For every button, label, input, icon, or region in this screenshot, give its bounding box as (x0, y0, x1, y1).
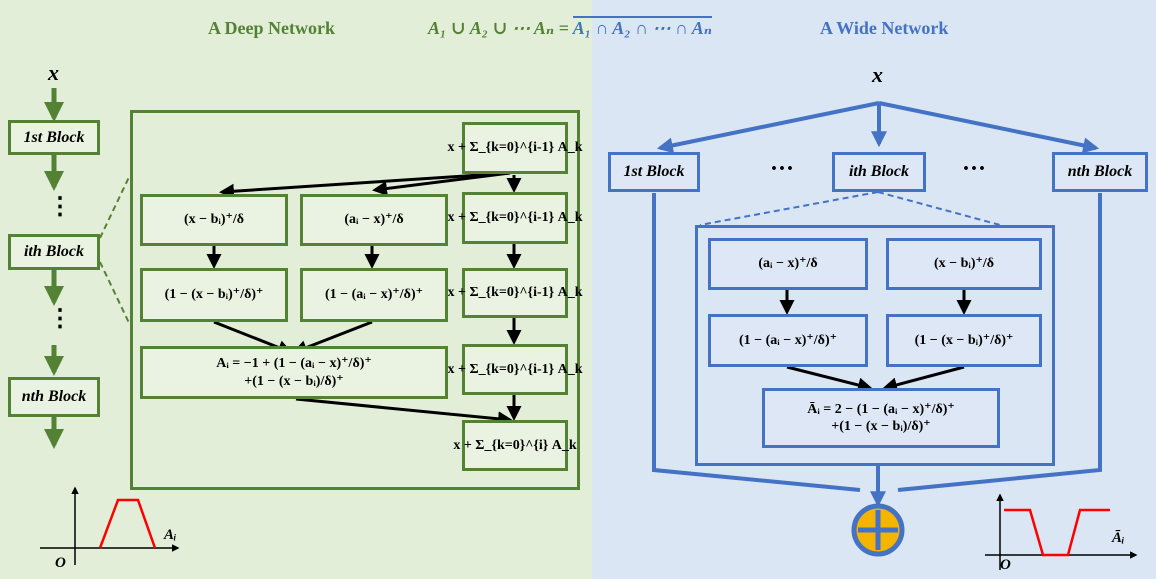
deep-relu-1: (x − bᵢ)⁺/δ (140, 194, 288, 246)
deep-ellipsis-1: ⋮ (48, 194, 72, 220)
deep-ellipsis-2: ⋮ (48, 306, 72, 332)
deep-indicator-plot (40, 486, 180, 565)
wide-sum: Āᵢ = 2 − (1 − (aᵢ − x)⁺/δ)⁺ +(1 − (x − b… (762, 388, 1000, 448)
wide-relu-1: (aᵢ − x)⁺/δ (708, 238, 868, 290)
deep-stack-4: x + Σ_{k=0}^{i} A_k (453, 420, 577, 471)
wide-block-1: 1st Block (608, 152, 700, 192)
wide-input-x: x (872, 62, 883, 87)
wide-block-i: ith Block (832, 152, 926, 192)
wide-ellipsis-1: ··· (770, 156, 795, 182)
deep-input-x: x (48, 60, 59, 85)
deep-clip-2: (1 − (aᵢ − x)⁺/δ)⁺ (300, 268, 448, 322)
wide-clip-2: (1 − (x − bᵢ)⁺/δ)⁺ (886, 314, 1042, 367)
top-formula-lhs: A₁ ∪ A₂ ∪ ⋯ Aₙ = (428, 18, 573, 38)
wide-block-expanded (695, 225, 1055, 466)
deep-stack-1: x + Σ_{k=0}^{i-1} A_k (447, 192, 583, 244)
deep-block-i: ith Block (8, 234, 100, 270)
deep-plot-origin: O (55, 555, 66, 571)
deep-sum: Aᵢ = −1 + (1 − (aᵢ − x)⁺/δ)⁺ +(1 − (x − … (140, 346, 448, 399)
wide-plot-label: Āᵢ (1112, 530, 1125, 546)
wide-indicator-plot (985, 493, 1138, 570)
wide-relu-2: (x − bᵢ)⁺/δ (886, 238, 1042, 290)
wide-ellipsis-2: ··· (962, 156, 987, 182)
deep-block-n: nth Block (8, 377, 100, 417)
deep-clip-1: (1 − (x − bᵢ)⁺/δ)⁺ (140, 268, 288, 322)
deep-stack-0: x + Σ_{k=0}^{i-1} A_k (447, 122, 583, 174)
wide-plot-origin: O (1000, 557, 1011, 573)
deep-relu-2: (aᵢ − x)⁺/δ (300, 194, 448, 246)
top-formula: A₁ ∪ A₂ ∪ ⋯ Aₙ = A₁ ∩ A₂ ∩ ⋯ ∩ Aₙ (428, 16, 713, 39)
deep-block-expanded (130, 110, 580, 490)
top-formula-rhs: A₁ ∩ A₂ ∩ ⋯ ∩ Aₙ (572, 16, 713, 38)
wide-block-n: nth Block (1052, 152, 1148, 192)
wide-clip-1: (1 − (aᵢ − x)⁺/δ)⁺ (708, 314, 868, 367)
deep-stack-2: x + Σ_{k=0}^{i-1} A_k (447, 268, 583, 318)
deep-block-1: 1st Block (8, 120, 100, 155)
wide-network-panel (592, 0, 1156, 579)
deep-plot-label: Aᵢ (164, 527, 177, 543)
deep-stack-3: x + Σ_{k=0}^{i-1} A_k (447, 344, 583, 395)
wide-network-title: A Wide Network (820, 18, 949, 38)
deep-network-title: A Deep Network (208, 18, 335, 38)
